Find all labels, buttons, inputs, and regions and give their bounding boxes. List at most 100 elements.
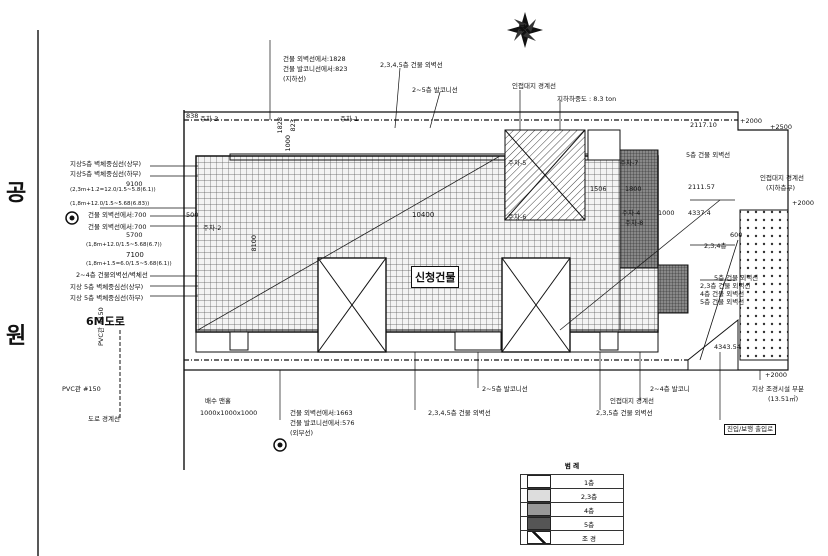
right-label-wall5: 5층 건물 외벽선 <box>714 274 759 282</box>
bottom-label-balcony25: 2~5층 발코니선 <box>482 385 528 393</box>
top-label-wall-3: (지하선) <box>283 75 307 83</box>
room-tag-7: 주차-4 <box>622 209 641 217</box>
left-label-3: (2,3m+1.2=12.0/1.5~5.8(6.1)) <box>70 187 156 193</box>
right-label-wall234: 2,3층 건물 외벽선 <box>700 282 751 290</box>
top-label-wall-1: 건물 외벽선에서:1828 <box>283 55 346 63</box>
legend-swatch <box>527 475 551 488</box>
left-label-7: (1,8m+12.0/1.5~5.68(6.7)) <box>86 242 162 248</box>
leader-lines <box>100 40 761 420</box>
top-label-floors-wall: 2,3,4,5층 건물 외벽선 <box>380 61 443 69</box>
bottom-label-parking-note: 진입/보행 출입로 <box>724 424 777 435</box>
right-label-wall4: 4층 건물 외벽선 <box>700 290 745 298</box>
bottom-label-wall-c: (외부선) <box>290 429 314 437</box>
bottom-label-road-boundary: 도로 경계선 <box>88 415 120 423</box>
dim-9100: 9100 <box>126 180 143 188</box>
dim-4337: 4337.4 <box>688 209 711 217</box>
bottom-label-wall-b: 건물 발코니선에서:576 <box>290 419 355 427</box>
legend-swatch <box>527 503 551 516</box>
bottom-label-pvc: PVC관 #150 <box>62 385 101 393</box>
legend-label: 2,3층 <box>580 492 598 501</box>
dim-1828: 1828 <box>276 116 285 134</box>
building-label: 신청건물 <box>411 266 460 288</box>
left-label-5: 건물 외벽선에서:700 <box>88 211 147 219</box>
dim-1800: 1800 <box>625 185 642 193</box>
dim-823: 823 <box>288 119 297 132</box>
room-tag-8: 주차-8 <box>625 219 644 227</box>
top-label-wall-2: 건물 발코니선에서:823 <box>283 65 348 73</box>
legend-row: 조 경 <box>521 531 623 545</box>
dim-838: 838 <box>186 112 199 120</box>
dim-10400: 10400 <box>412 211 435 219</box>
right-label-underground-area: (13.51㎡) <box>768 395 799 403</box>
left-label-1: 지상5층 벽체중심선(상부) <box>70 160 142 168</box>
right-label-underground: 지상 조경시설 부분 <box>752 385 804 393</box>
room-tag-5: 주차-6 <box>508 213 527 221</box>
dim-1000: 1000 <box>284 134 293 152</box>
bottom-label-manhole-size: 1000x1000x1000 <box>200 409 258 417</box>
left-label-10: 지상 5층 벽체중심선(상부) <box>70 283 144 291</box>
legend-row: 2,3층 <box>521 489 623 503</box>
right-label-adjacent: 인접대지 경계선 <box>760 174 804 182</box>
legend-label: 1층 <box>583 478 595 487</box>
dim-500: 500 <box>186 211 199 219</box>
legend: 범 례 1층 2,3층 4층 5층 조 경 <box>520 460 624 545</box>
site-boundary <box>184 111 789 371</box>
dim-7100: 7100 <box>126 251 144 259</box>
dim-plus2000c: +2000 <box>765 371 787 379</box>
room-tag-3: 주차-2 <box>203 224 222 232</box>
dim-plus2000b: +2000 <box>792 199 814 207</box>
dim-1000b: 1000 <box>658 209 675 217</box>
left-label-4: (1,8m+12.0/1.5~5.68(6.83)) <box>70 201 150 207</box>
bottom-label-wall235: 2,3,5층 건물 외벽선 <box>596 409 653 417</box>
dim-plus2000a: +2000 <box>740 117 762 125</box>
legend-row: 1층 <box>521 475 623 489</box>
dim-pm2500: +2500 <box>770 123 792 131</box>
right-label-adjacent-sub: (지하층부) <box>766 184 795 192</box>
legend-label: 5층 <box>583 520 595 529</box>
left-label-9: 2~4층 건물외벽선/벽체선 <box>76 271 148 279</box>
top-label-load: 지하하중도 : 8.3 ton <box>557 95 617 103</box>
road-label: 6M도로 <box>86 315 125 328</box>
right-label-balcony5: 5층 건물 외벽선 <box>686 151 731 159</box>
legend-title: 범 례 <box>564 462 580 470</box>
top-label-balcony: 2~5층 발코니선 <box>412 86 458 94</box>
dim-2111: 2111.57 <box>688 183 715 191</box>
bottom-label-balcony24: 2~4층 발코니 <box>650 385 690 393</box>
room-tag-4: 주차-5 <box>508 159 527 167</box>
legend-label: 조 경 <box>581 534 597 543</box>
legend-swatch <box>527 531 551 544</box>
legend-row: 4층 <box>521 503 623 517</box>
legend-label: 4층 <box>583 506 595 515</box>
legend-swatch <box>527 489 551 502</box>
road-lines <box>37 30 185 556</box>
room-tag-1: 주차-3 <box>200 115 219 123</box>
bottom-label-adjacent: 인접대지 경계선 <box>610 397 654 405</box>
manhole-marker-icon <box>65 211 287 452</box>
right-label-wall5b: 5층 건물 외벽선 <box>700 298 745 306</box>
dim-8100: 8100 <box>250 234 259 252</box>
room-tag-2: 주차-1 <box>340 115 359 123</box>
building-footprint <box>195 129 721 353</box>
bottom-label-pvc-vertical: PVC관 #150 <box>97 307 105 346</box>
left-label-2: 지상5층 벽체중심선(하부) <box>70 170 142 178</box>
room-tag-6: 주차-7 <box>620 159 639 167</box>
bottom-label-manhole: 배수 맨홀 <box>205 397 231 405</box>
top-label-adjacent: 인접대지 경계선 <box>512 82 556 90</box>
park-label-top: 공 <box>6 181 27 206</box>
north-label: 북 <box>518 25 527 35</box>
legend-row: 5층 <box>521 517 623 531</box>
right-label-floors234: 2,3,4층 <box>704 242 727 250</box>
dim-5700: 5700 <box>126 231 143 239</box>
north-arrow-icon <box>507 12 543 48</box>
left-label-8: (1,8m+1.5=6.0/1.5~5.68(6.1)) <box>86 261 172 267</box>
park-label-bottom: 원 <box>6 324 27 349</box>
bottom-label-wall-a: 건물 외벽선에서:1663 <box>290 409 353 417</box>
dim-600: 600 <box>730 231 743 239</box>
dim-4343: 4343.54 <box>714 343 741 351</box>
legend-swatch <box>527 517 551 530</box>
bottom-label-wall2345: 2,3,4,5층 건물 외벽선 <box>428 409 491 417</box>
dim-2117: 2117.10 <box>690 121 717 129</box>
left-label-11: 지상 5층 벽체중심선(하부) <box>70 294 144 302</box>
landscape-area <box>687 209 789 371</box>
